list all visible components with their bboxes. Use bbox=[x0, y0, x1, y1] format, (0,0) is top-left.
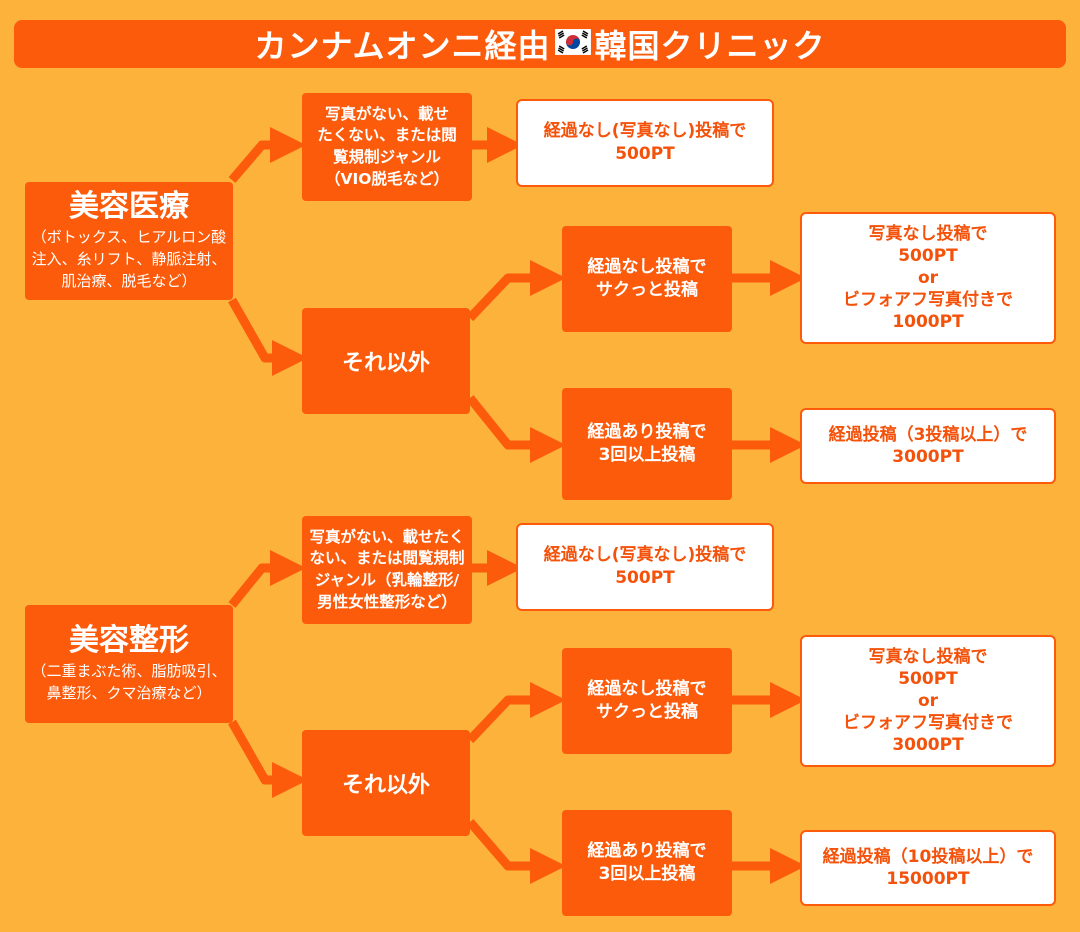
quick-post-result-text: 写真なし投稿で 500PT or ビフォアフ写真付きで 1000PT bbox=[843, 223, 1013, 333]
no-photo-condition-box: 写真がない、載せ たくない、または閲 覧規制ジャンル （VIO脱毛など） bbox=[302, 93, 472, 201]
quick-post-label: 経過なし投稿で サクっと投稿 bbox=[587, 257, 707, 300]
no-photo-condition-box: 写真がない、載せたく ない、または閲覧規制 ジャンル（乳輪整形/ 男性女性整形な… bbox=[302, 516, 472, 624]
title-text-before: カンナムオンニ経由 bbox=[254, 27, 551, 65]
progress-post-result-box: 経過投稿（3投稿以上）で 3000PT bbox=[800, 408, 1056, 484]
progress-post-result-box: 経過投稿（10投稿以上）で 15000PT bbox=[800, 830, 1056, 906]
quick-post-result-box: 写真なし投稿で 500PT or ビフォアフ写真付きで 3000PT bbox=[800, 635, 1056, 767]
progress-post-label: 経過あり投稿で 3回以上投稿 bbox=[587, 841, 707, 884]
arrow-s2-cat-to-other bbox=[228, 719, 308, 798]
arrow-s1-other-to-quick bbox=[466, 260, 566, 322]
progress-post-result-text: 経過投稿（10投稿以上）で 15000PT bbox=[822, 846, 1034, 889]
no-photo-result-text: 経過なし(写真なし)投稿で 500PT bbox=[543, 121, 747, 164]
category-title: 美容整形 bbox=[69, 623, 189, 659]
other-box: それ以外 bbox=[302, 730, 470, 836]
no-photo-result-box: 経過なし(写真なし)投稿で 500PT bbox=[516, 99, 774, 187]
arrow-s1-cat-to-other bbox=[228, 297, 308, 376]
category-box-medical: 美容医療 （ボトックス、ヒアルロン酸 注入、糸リフト、静脈注射、 肌治療、脱毛な… bbox=[25, 182, 233, 300]
arrow-s2-other-to-progress bbox=[466, 819, 566, 884]
category-subtitle: （二重まぶた術、脂肪吸引、 鼻整形、クマ治療など） bbox=[31, 662, 227, 702]
arrow-s1-other-to-progress bbox=[466, 395, 566, 463]
page-title: カンナムオンニ経由 韓国クリニック bbox=[14, 20, 1066, 68]
quick-post-result-text: 写真なし投稿で 500PT or ビフォアフ写真付きで 3000PT bbox=[843, 646, 1013, 756]
south-korea-flag-icon bbox=[554, 25, 591, 63]
no-photo-condition-text: 写真がない、載せ たくない、または閲 覧規制ジャンル （VIO脱毛など） bbox=[317, 104, 457, 188]
quick-post-label: 経過なし投稿で サクっと投稿 bbox=[587, 679, 707, 722]
arrow-s1-cat-to-nophoto bbox=[228, 127, 306, 183]
quick-post-box: 経過なし投稿で サクっと投稿 bbox=[562, 648, 732, 754]
progress-post-label: 経過あり投稿で 3回以上投稿 bbox=[587, 422, 707, 465]
category-box-surgery: 美容整形 （二重まぶた術、脂肪吸引、 鼻整形、クマ治療など） bbox=[25, 605, 233, 723]
progress-post-result-text: 経過投稿（3投稿以上）で 3000PT bbox=[828, 424, 1028, 467]
title-text-after: 韓国クリニック bbox=[594, 27, 826, 65]
other-label: それ以外 bbox=[341, 351, 430, 376]
quick-post-result-box: 写真なし投稿で 500PT or ビフォアフ写真付きで 1000PT bbox=[800, 212, 1056, 344]
other-label: それ以外 bbox=[341, 773, 430, 798]
category-subtitle: （ボトックス、ヒアルロン酸 注入、糸リフト、静脈注射、 肌治療、脱毛など） bbox=[31, 228, 227, 290]
other-box: それ以外 bbox=[302, 308, 470, 414]
arrow-s2-other-to-quick bbox=[466, 682, 566, 744]
no-photo-result-box: 経過なし(写真なし)投稿で 500PT bbox=[516, 523, 774, 611]
progress-post-box: 経過あり投稿で 3回以上投稿 bbox=[562, 810, 732, 916]
quick-post-box: 経過なし投稿で サクっと投稿 bbox=[562, 226, 732, 332]
no-photo-result-text: 経過なし(写真なし)投稿で 500PT bbox=[543, 545, 747, 588]
category-title: 美容医療 bbox=[69, 189, 189, 225]
progress-post-box: 経過あり投稿で 3回以上投稿 bbox=[562, 388, 732, 500]
no-photo-condition-text: 写真がない、載せたく ない、または閲覧規制 ジャンル（乳輪整形/ 男性女性整形な… bbox=[309, 527, 465, 611]
arrow-s2-cat-to-nophoto bbox=[228, 550, 306, 608]
